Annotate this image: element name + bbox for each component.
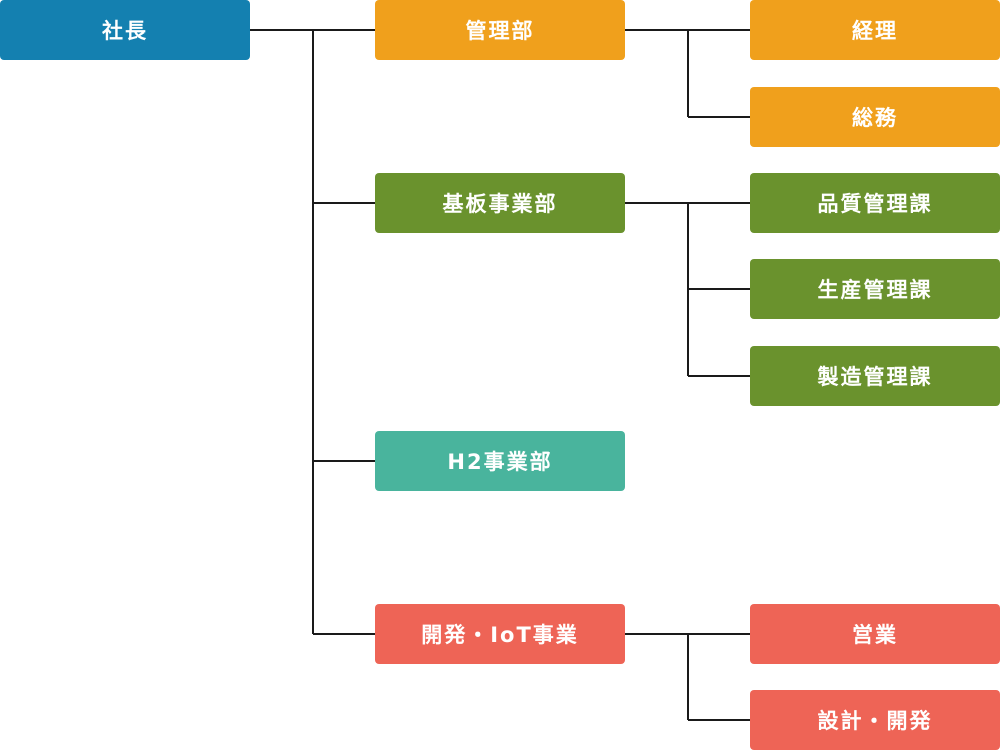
node-dept-board-label: 基板事業部: [442, 192, 558, 216]
node-section-manufacturing-control-label: 製造管理課: [817, 365, 933, 389]
node-dept-admin-label: 管理部: [465, 19, 535, 43]
node-president: 社長: [0, 0, 250, 60]
node-section-production-control-label: 生産管理課: [817, 278, 933, 302]
node-section-accounting: 経理: [750, 0, 1000, 60]
node-dept-h2-label: H2事業部: [447, 450, 553, 474]
node-dept-dev-label: 開発・IoT事業: [421, 623, 579, 647]
node-section-manufacturing-control: 製造管理課: [750, 346, 1000, 406]
node-section-sales: 営業: [750, 604, 1000, 664]
node-section-quality-control-label: 品質管理課: [817, 192, 933, 216]
node-president-label: 社長: [102, 19, 148, 43]
node-section-accounting-label: 経理: [852, 19, 898, 43]
node-section-general-affairs: 総務: [750, 87, 1000, 147]
node-section-design-development: 設計・開発: [750, 690, 1000, 750]
node-dept-board: 基板事業部: [375, 173, 625, 233]
node-dept-admin: 管理部: [375, 0, 625, 60]
node-section-sales-label: 営業: [852, 623, 898, 647]
node-section-general-affairs-label: 総務: [852, 106, 898, 130]
node-section-design-development-label: 設計・開発: [817, 709, 933, 733]
node-section-quality-control: 品質管理課: [750, 173, 1000, 233]
node-dept-dev: 開発・IoT事業: [375, 604, 625, 664]
node-dept-h2: H2事業部: [375, 431, 625, 491]
node-section-production-control: 生産管理課: [750, 259, 1000, 319]
